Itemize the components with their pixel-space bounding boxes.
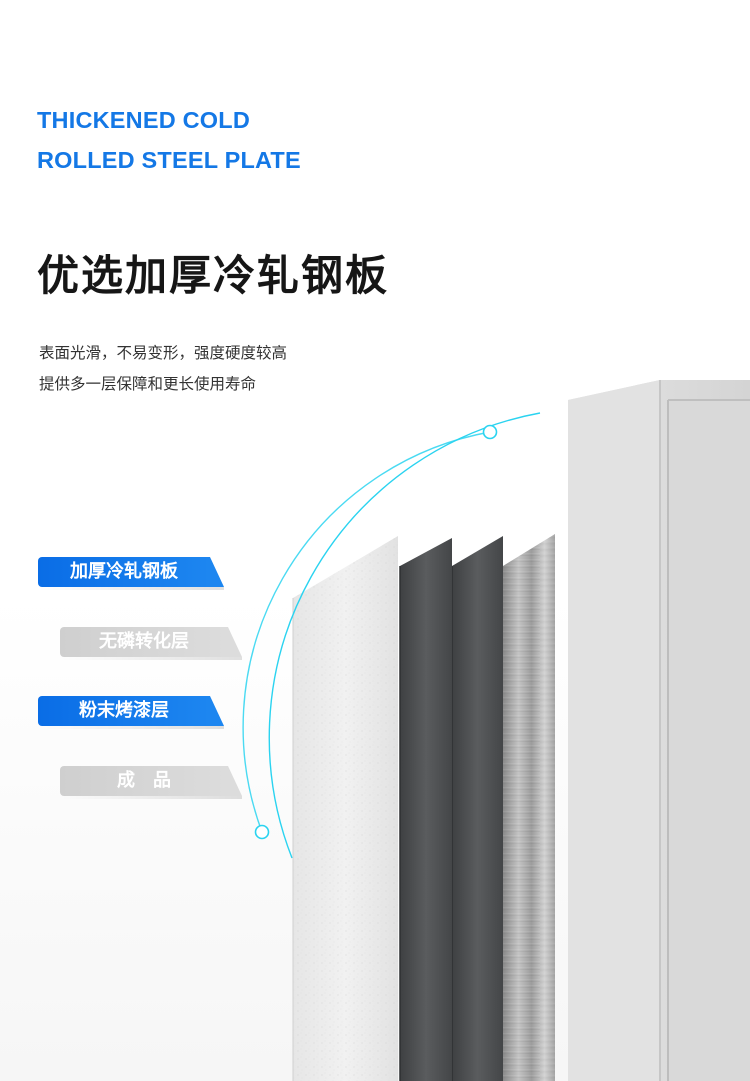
layer-label-text: 加厚冷轧钢板: [70, 561, 178, 582]
chinese-title: 优选加厚冷轧钢板: [37, 251, 390, 300]
dark-layer-2: [451, 536, 503, 1081]
arc-dots: [254, 424, 498, 840]
layer-label-finished-product: 成品: [60, 766, 242, 799]
english-title-line2: ROLLED STEEL PLATE: [37, 147, 301, 173]
steel-layer: [503, 534, 555, 1081]
description-line2: 提供多一层保障和更长使用寿命: [39, 375, 257, 393]
label-tail: [228, 766, 242, 796]
layer-label-text: 粉末烤漆层: [79, 700, 169, 721]
cabinet-shape: [568, 380, 750, 1081]
english-title-line1: THICKENED COLD: [37, 107, 250, 133]
layer-label-powder-coating: 粉末烤漆层: [38, 696, 224, 729]
label-shadow: [38, 726, 224, 729]
layer-label-cold-rolled-steel: 加厚冷轧钢板: [38, 557, 224, 590]
english-title: THICKENED COLD ROLLED STEEL PLATE: [37, 100, 301, 180]
layer-label-text: 成品: [117, 770, 189, 791]
description-line1: 表面光滑，不易变形，强度硬度较高: [39, 344, 288, 362]
label-shadow: [60, 796, 242, 799]
layer-label-text: 无磷转化层: [99, 631, 189, 652]
label-tail: [210, 696, 224, 726]
cyan-arcs: [242, 412, 541, 859]
layer-label-phosphorus-free-conversion: 无磷转化层: [60, 627, 242, 660]
label-shadow: [38, 587, 224, 590]
label-tail: [210, 557, 224, 587]
description: 表面光滑，不易变形，强度硬度较高 提供多一层保障和更长使用寿命: [39, 338, 287, 400]
dark-layer-1: [399, 538, 452, 1081]
label-shadow: [60, 657, 242, 660]
label-tail: [228, 627, 242, 657]
white-coating-layer: [292, 536, 398, 1081]
